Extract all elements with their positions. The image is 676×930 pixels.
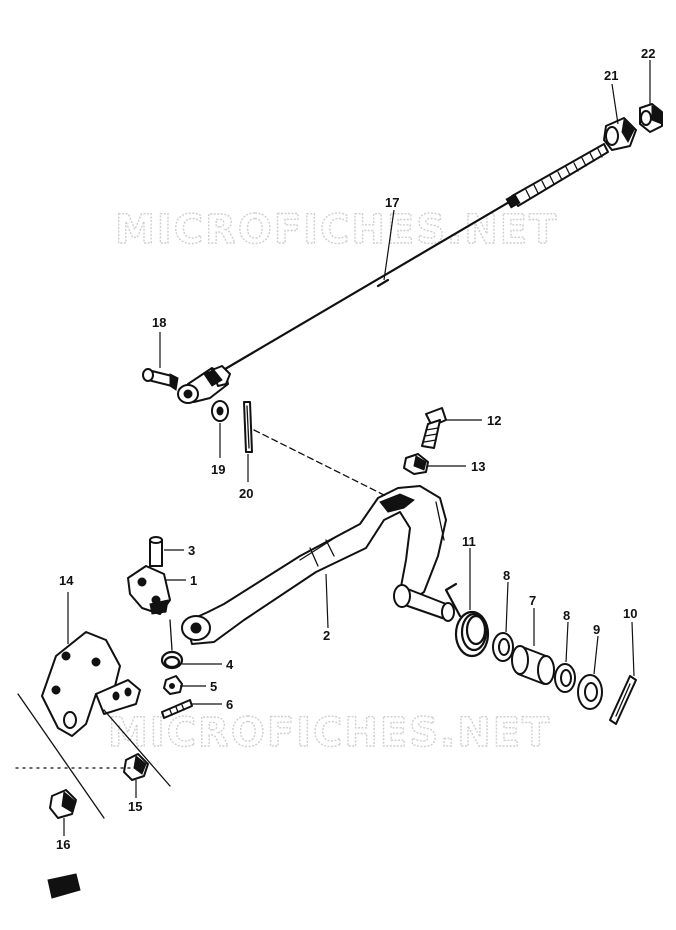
part-8-washer-left bbox=[492, 632, 514, 662]
watermark-top: MICROFICHES.NET bbox=[115, 207, 558, 253]
part-21-connector bbox=[603, 117, 637, 151]
callout-20: 20 bbox=[239, 486, 253, 501]
part-3-pin bbox=[149, 536, 163, 567]
callout-10: 10 bbox=[623, 606, 637, 621]
part-20-cotter-pin bbox=[243, 401, 253, 453]
part-22-cap-nut bbox=[639, 103, 663, 133]
callout-16: 16 bbox=[56, 837, 70, 852]
callout-6: 6 bbox=[226, 697, 233, 712]
part-12-bolt bbox=[421, 407, 447, 449]
callout-9: 9 bbox=[593, 622, 600, 637]
callout-11: 11 bbox=[462, 534, 476, 549]
callout-13: 13 bbox=[471, 459, 485, 474]
part-9-washer bbox=[577, 674, 603, 710]
callout-7: 7 bbox=[529, 593, 536, 608]
callout-22: 22 bbox=[641, 46, 655, 61]
assembly-lines bbox=[15, 429, 387, 769]
callout-19: 19 bbox=[211, 462, 225, 477]
watermark-bottom: MICROFICHES.NET bbox=[108, 710, 551, 756]
callout-4: 4 bbox=[226, 657, 234, 672]
part-16-bolt bbox=[47, 789, 81, 899]
callout-18-top: 18 bbox=[152, 315, 166, 330]
part-14-bracket bbox=[17, 631, 171, 819]
callout-1: 1 bbox=[190, 573, 197, 588]
part-18-clevis-pin bbox=[142, 368, 179, 391]
callouts: 22 21 17 18 19 20 12 13 11 8 7 8 9 10 2 … bbox=[56, 46, 655, 852]
part-15-bolt bbox=[123, 753, 149, 781]
part-13-nut bbox=[403, 453, 429, 475]
callout-17: 17 bbox=[385, 195, 399, 210]
part-8-washer-right bbox=[554, 663, 576, 693]
callout-3: 3 bbox=[188, 543, 195, 558]
callout-5: 5 bbox=[210, 679, 217, 694]
callout-8-left: 8 bbox=[503, 568, 510, 583]
part-11-spring bbox=[444, 582, 490, 658]
part-10-cotter-pin bbox=[609, 675, 637, 725]
callout-14: 14 bbox=[59, 573, 74, 588]
part-5-nut bbox=[163, 675, 183, 695]
part-2-pedal-lever bbox=[181, 485, 455, 645]
part-17-rod bbox=[177, 143, 609, 404]
leader-lines bbox=[63, 60, 651, 836]
callout-2: 2 bbox=[323, 628, 330, 643]
callout-15: 15 bbox=[128, 799, 142, 814]
part-19-washer bbox=[211, 400, 229, 422]
callout-8-right: 8 bbox=[563, 608, 570, 623]
callout-12: 12 bbox=[487, 413, 501, 428]
part-6-bolt bbox=[161, 699, 193, 719]
part-7-bushing bbox=[511, 645, 555, 685]
part-4-spring bbox=[160, 619, 184, 670]
callout-21: 21 bbox=[604, 68, 618, 83]
part-1-pivot-block bbox=[127, 565, 171, 615]
